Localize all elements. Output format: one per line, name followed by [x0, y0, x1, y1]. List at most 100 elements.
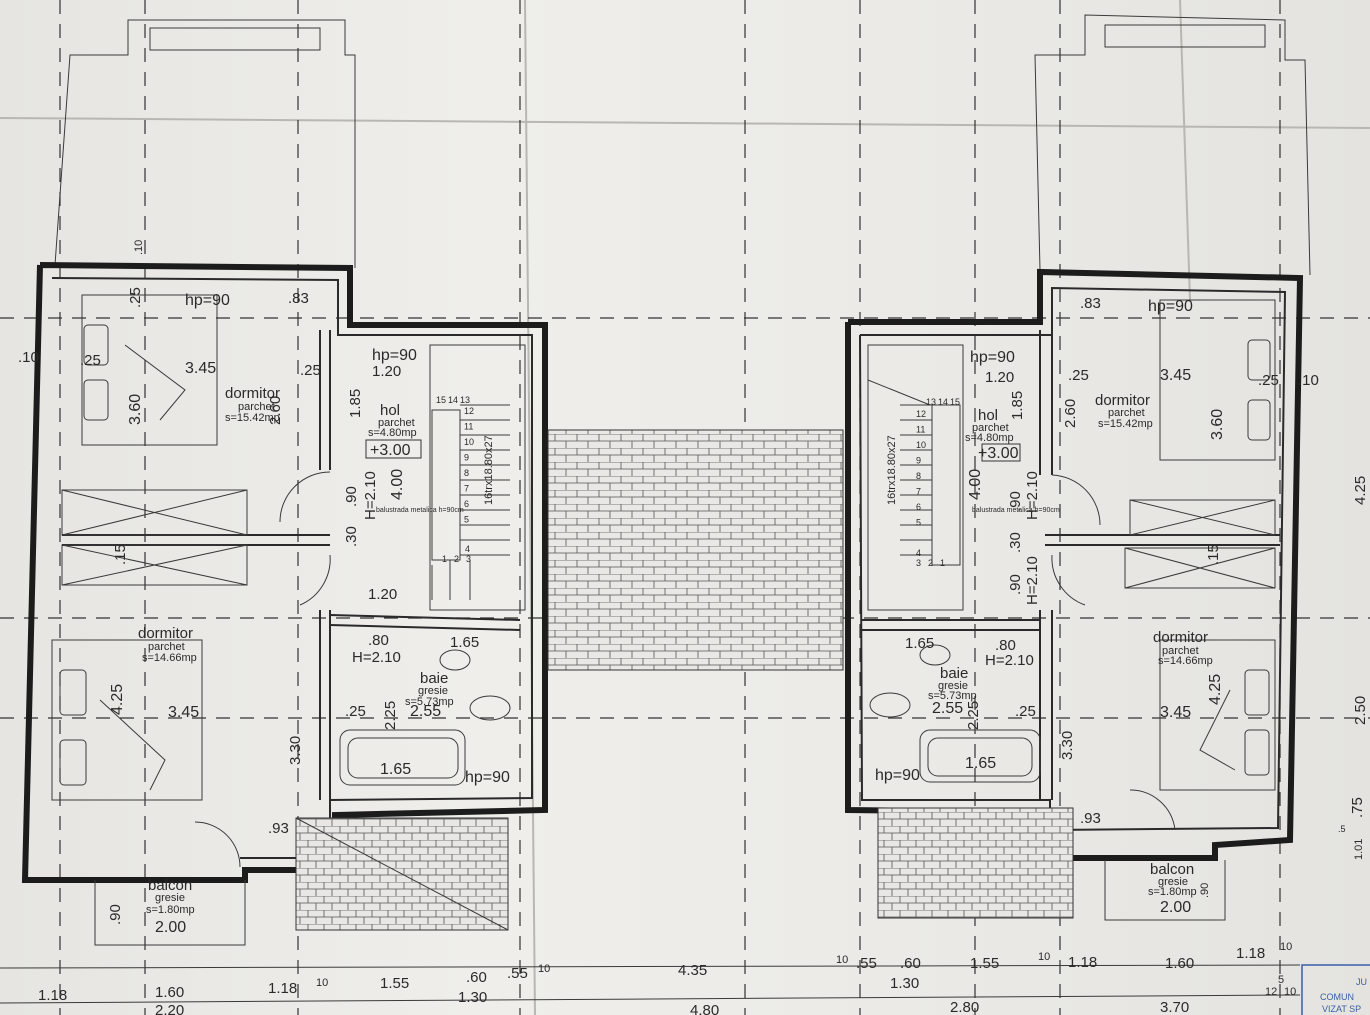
right-bedroom-bottom-floor: parchet: [1162, 645, 1199, 657]
left-level-box: [365, 439, 422, 459]
right-bath-height: 2.25: [965, 701, 982, 730]
right-bath-area: s=5.73mp: [928, 690, 977, 702]
bdim-13: 10: [1038, 951, 1050, 963]
right-bath-hp: hp=90: [875, 767, 920, 784]
left-bedroom-bottom-floor: parchet: [148, 641, 185, 653]
dim-right-80: .80: [995, 637, 1016, 654]
dim-right-h210: H=2.10: [1024, 471, 1041, 520]
left-step-13: 13: [460, 395, 470, 405]
right-step-4: 4: [916, 548, 921, 558]
left-hall-height: 4.00: [389, 469, 406, 500]
right-balcony-outline: [1104, 860, 1226, 921]
right-doors: [1051, 474, 1176, 831]
left-bath-area: s=5.73mp: [405, 696, 454, 708]
dim-right-30: .30: [1007, 532, 1024, 553]
dim-right-260: 2.60: [1062, 399, 1079, 428]
left-bath-fixtures: [339, 649, 511, 786]
dim-right-15: .15: [1205, 544, 1222, 565]
right-hall-floor: parchet: [972, 422, 1009, 434]
dim-right-5: .5: [1338, 824, 1346, 834]
left-stairs: [429, 344, 526, 611]
dim-left-93: .93: [268, 820, 289, 837]
dim-right-90b: .90: [1007, 574, 1024, 595]
left-bath-hp: hp=90: [465, 769, 510, 786]
stamp-line2: COMUN: [1320, 992, 1354, 1002]
right-step-8: 8: [916, 471, 921, 481]
right-bath-name: baie: [940, 665, 968, 682]
dim-right-25c: .25: [1015, 703, 1036, 720]
bdim2-6: 12: [1265, 986, 1277, 998]
left-step-12: 12: [464, 406, 474, 416]
left-hall-width: 1.20: [372, 363, 401, 380]
left-balcony-name: balcon: [148, 877, 192, 894]
left-hall-area: s=4.80mp: [368, 427, 417, 439]
left-bed-top: [81, 294, 218, 446]
bdim-16: 1.18: [1236, 945, 1265, 962]
right-bedroom-bottom-area: s=14.66mp: [1158, 655, 1213, 667]
right-bath-window: 1.65: [905, 635, 934, 652]
right-bedroom-top-height: 3.60: [1209, 409, 1226, 440]
dim-left-h210: H=2.10: [362, 471, 379, 520]
right-hall-level: +3.00: [978, 445, 1019, 462]
left-step-6: 6: [464, 499, 469, 509]
right-bath-width: 2.55: [932, 700, 963, 717]
right-step-13: 13: [926, 397, 936, 407]
left-bedroom-top-hp: hp=90: [185, 292, 230, 309]
bdim-17: 10: [1280, 941, 1292, 953]
bdim-6: .55: [507, 965, 528, 982]
bdim2-5: 3.70: [1160, 999, 1189, 1015]
central-roof-tiles: [547, 429, 844, 671]
dim-right-425: 4.25: [1352, 476, 1369, 505]
bdim-14: 1.18: [1068, 954, 1097, 971]
dim-left-15: .15: [112, 544, 129, 565]
right-bedroom-top-name: dormitor: [1095, 392, 1150, 409]
right-step-7: 7: [916, 487, 921, 497]
left-bedroom-bottom-height: 4.25: [109, 684, 126, 715]
right-bath-fixtures: [869, 644, 1041, 783]
left-step-4: 4: [465, 544, 470, 554]
left-step-11: 11: [464, 422, 473, 432]
right-balcony-area: s=1.80mp: [1148, 886, 1197, 898]
dim-right-h210b: H=2.10: [1024, 556, 1041, 605]
right-bath-floor: gresie: [938, 680, 968, 692]
bdim-8: 4.35: [678, 962, 707, 979]
left-hall-hp: hp=90: [372, 347, 417, 364]
bdim2-1: 1.30: [458, 989, 487, 1006]
bdim2-4: 1.30: [890, 975, 919, 992]
left-step-14: 14: [448, 395, 458, 405]
right-balcony-depth: .90: [1199, 883, 1211, 898]
dim-right-83: .83: [1080, 295, 1101, 312]
bdim-5: .60: [466, 969, 487, 986]
bdim-7: 10: [538, 963, 550, 975]
left-bath-window: 1.65: [450, 634, 479, 651]
left-bed-bottom: [51, 639, 203, 801]
right-step-14: 14: [938, 397, 948, 407]
left-bedroom-top-name: dormitor: [225, 385, 280, 402]
left-wardrobes: [61, 489, 248, 586]
bdim2-7: 10: [1284, 986, 1296, 998]
left-bedroom-bottom-area: s=14.66mp: [142, 652, 197, 664]
right-bedroom-top-hp: hp=90: [1148, 298, 1193, 315]
right-balcony-name: balcon: [1150, 861, 1194, 878]
dim-right-90: .90: [1007, 491, 1024, 512]
right-bedroom-bottom-height: 4.25: [1207, 674, 1224, 705]
left-balcony-width: 2.00: [155, 919, 186, 936]
dimension-line-2: [0, 994, 1301, 1004]
left-bedroom-top-height: 3.60: [127, 394, 144, 425]
right-stairs-label: 16trx18.80x27: [886, 435, 898, 505]
bdim-18: 5: [1278, 974, 1284, 986]
dim-right-101: 1.01: [1353, 839, 1365, 860]
right-bedroom-top-area: s=15.42mp: [1098, 418, 1153, 430]
right-step-6: 6: [916, 502, 921, 512]
left-step-15: 15: [436, 395, 446, 405]
left-step-7: 7: [464, 484, 469, 494]
dim-right-h210c: H=2.10: [985, 652, 1034, 669]
bdim-4: 1.55: [380, 975, 409, 992]
dim-left-330: 3.30: [287, 736, 304, 765]
right-step-2: 2: [928, 558, 933, 568]
dim-right-330: 3.30: [1059, 731, 1076, 760]
left-doors: [194, 471, 331, 868]
bdim-0: 1.18: [38, 987, 67, 1004]
left-railing-note: balustrada metalica h=90cm: [376, 507, 464, 514]
